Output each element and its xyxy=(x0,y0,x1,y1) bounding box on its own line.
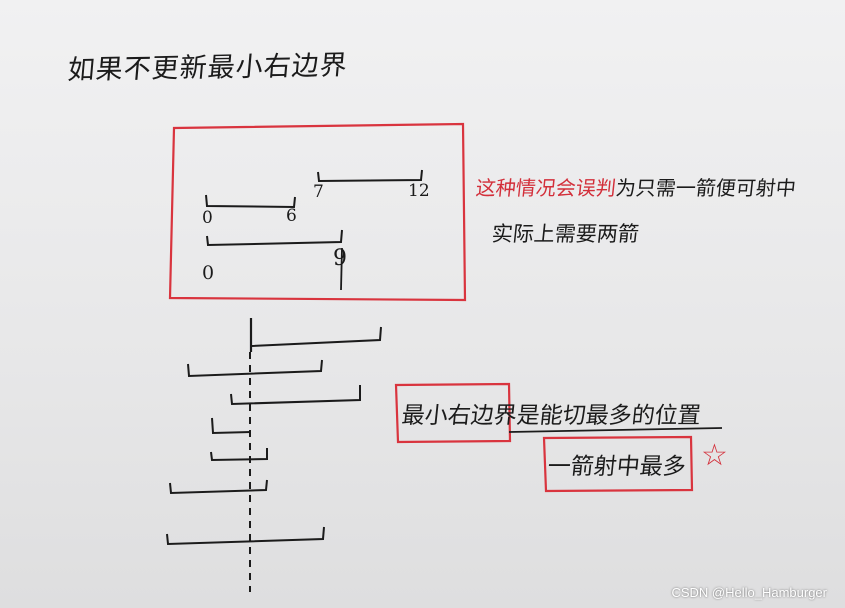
note-misjudge-red: 这种情况会误判 xyxy=(474,176,618,200)
stack-interval-6 xyxy=(169,479,268,495)
interval-0-9 xyxy=(206,229,343,247)
stack-interval-3 xyxy=(230,385,361,406)
stack-interval-2 xyxy=(187,359,323,378)
label-a-start: 0 xyxy=(202,208,213,228)
red-box-one-arrow xyxy=(542,435,694,493)
note-actual: 实际上需要两箭 xyxy=(490,222,641,246)
note-misjudge: 这种情况会误判为只需一箭便可射中 xyxy=(474,172,798,201)
label-b-end: 12 xyxy=(408,181,430,201)
stack-interval-1 xyxy=(250,326,382,347)
note-underline xyxy=(508,427,723,433)
note-one-arrow: 一箭射中最多 xyxy=(546,454,688,480)
red-box-min-right xyxy=(394,382,512,444)
note-min-right-rest: 是能切最多的位置 xyxy=(515,403,703,429)
interval-0-6 xyxy=(205,194,296,209)
stack-interval-4 xyxy=(211,417,252,435)
stack-interval-5 xyxy=(210,448,268,462)
label-c-start: 0 xyxy=(202,262,215,284)
watermark: CSDN @Hello_Hamburger xyxy=(671,585,827,600)
label-b-start: 7 xyxy=(313,182,324,202)
label-c-end: 9 xyxy=(333,246,347,271)
note-min-right-boxed: 最小右边界 xyxy=(400,403,519,429)
star-icon: ☆ xyxy=(701,438,728,473)
interval-7-12 xyxy=(317,169,423,183)
note-misjudge-rest: 为只需一箭便可射中 xyxy=(614,176,798,200)
page-title: 如果不更新最小右边界 xyxy=(66,50,350,87)
stack-interval-7 xyxy=(166,526,325,546)
interval-0-9-tail xyxy=(340,247,343,291)
label-a-end: 6 xyxy=(286,206,297,226)
red-example-box xyxy=(168,122,467,302)
note-min-right: 最小右边界是能切最多的位置 xyxy=(400,396,703,430)
